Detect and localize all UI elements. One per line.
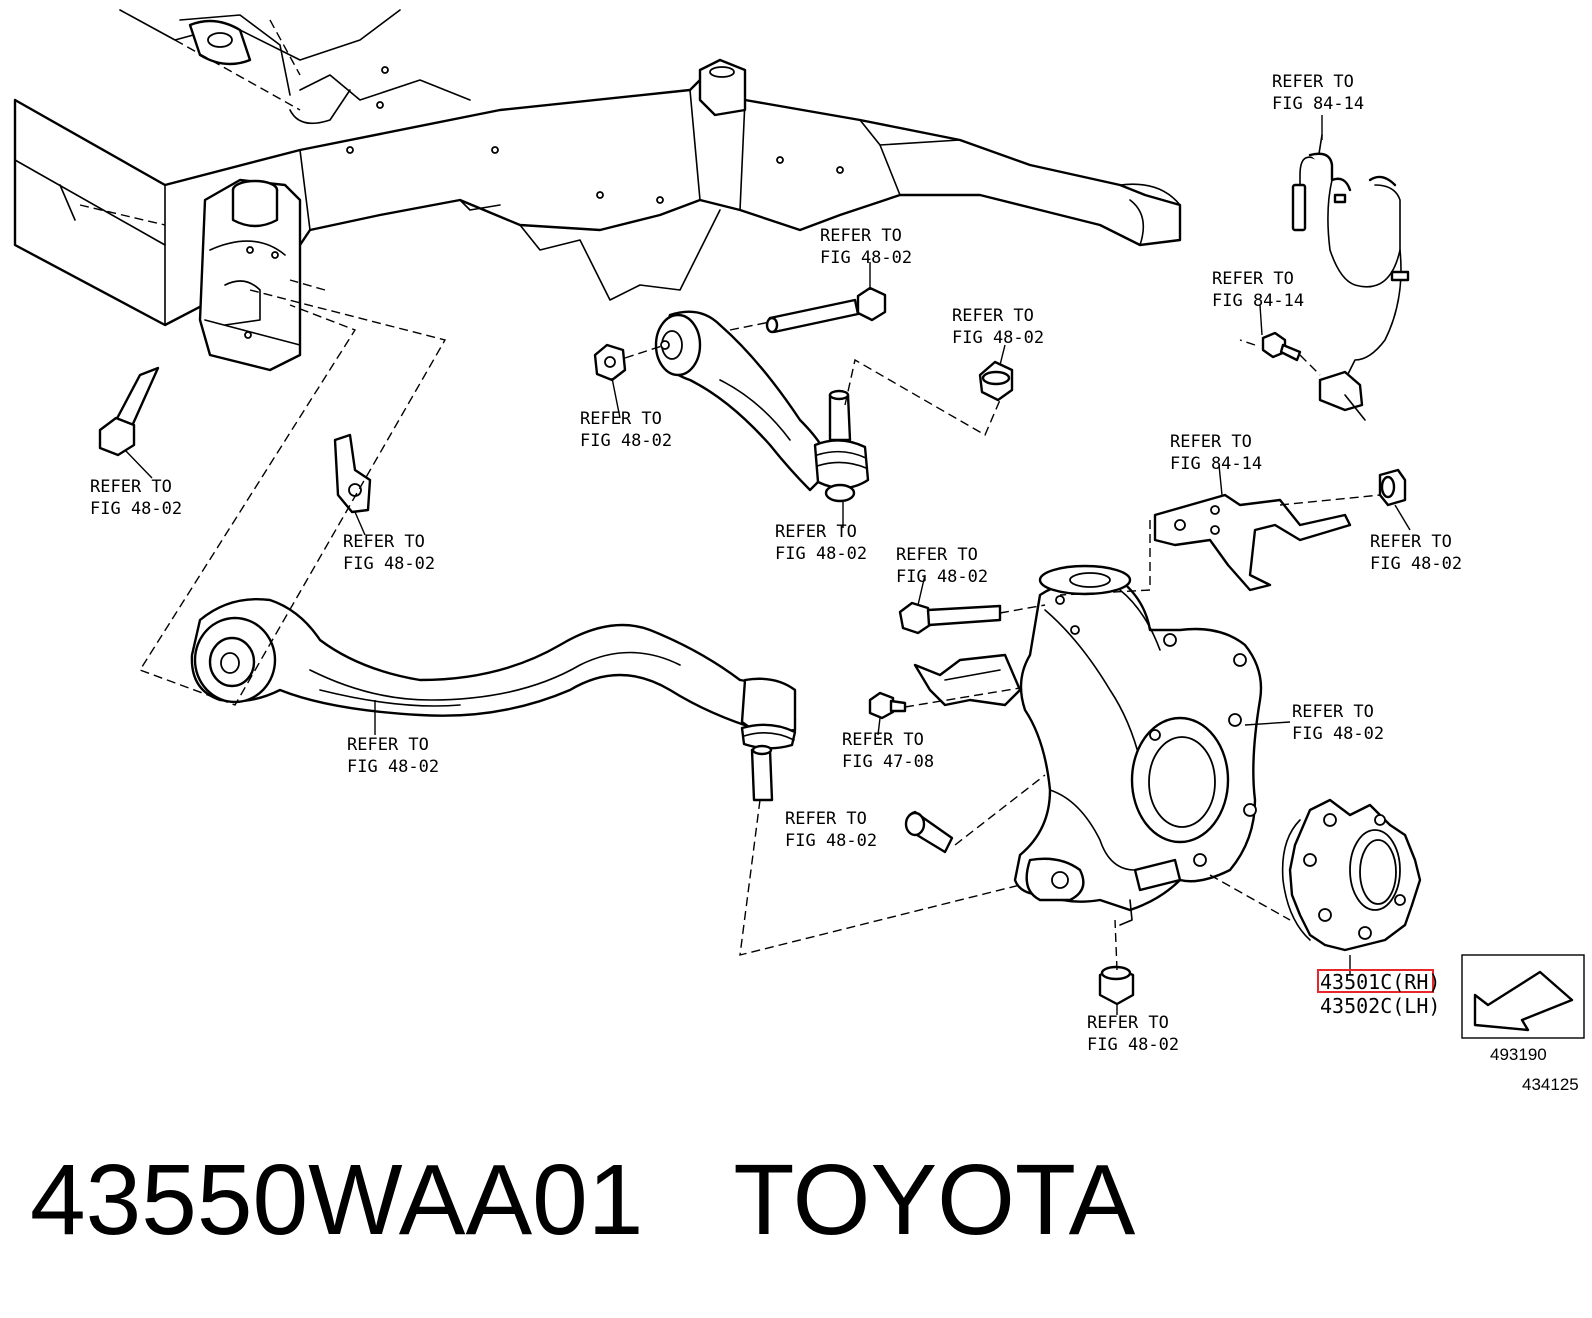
ref-label: FIG 48-02 (1370, 554, 1462, 574)
ref-label: REFER TO (952, 306, 1034, 326)
ref-label: REFER TO (820, 226, 902, 246)
ball-joint-nut (978, 360, 1014, 402)
ref-label: FIG 48-02 (343, 554, 435, 574)
footer-caption: 43550WAA01 TOYOTA (30, 1140, 1135, 1260)
arrow-icon (1473, 970, 1574, 1032)
upper-arm-nut (593, 343, 627, 382)
hub-bearing-assembly (1281, 798, 1422, 952)
part-code-rh[interactable]: 43501C(RH) (1320, 970, 1440, 994)
ref-label: REFER TO (785, 809, 867, 829)
ref-label: FIG 48-02 (896, 567, 988, 587)
ref-label: FIG 48-02 (347, 757, 439, 777)
ref-label: FIG 48-02 (90, 499, 182, 519)
bracket-nut (1378, 468, 1407, 507)
lower-control-arm (190, 598, 797, 802)
clip-bolt (868, 691, 907, 720)
inset-number: 493190 (1490, 1045, 1547, 1064)
footer-part-number: 43550WAA01 (30, 1144, 644, 1256)
steering-knuckle (1013, 564, 1263, 926)
ref-label: FIG 48-02 (580, 431, 672, 451)
upper-arm-bolt (765, 286, 887, 334)
sensor-bolt (1261, 331, 1302, 362)
small-bracket (333, 433, 372, 514)
ref-label: REFER TO (1272, 72, 1354, 92)
part-code-lh[interactable]: 43502C(LH) (1320, 994, 1440, 1018)
ref-label: FIG 48-02 (785, 831, 877, 851)
diagram-number: 434125 (1522, 1075, 1579, 1094)
ref-label: REFER TO (347, 735, 429, 755)
ref-label: FIG 84-14 (1170, 454, 1262, 474)
frame-bolt (98, 366, 160, 457)
ref-label: REFER TO (1292, 702, 1374, 722)
ref-label: REFER TO (1212, 269, 1294, 289)
ref-label: FIG 84-14 (1212, 291, 1304, 311)
ref-label: REFER TO (775, 522, 857, 542)
ref-label: FIG 48-02 (1087, 1035, 1179, 1055)
ref-label: REFER TO (580, 409, 662, 429)
view-direction-inset: 493190 434125 (1461, 954, 1585, 1094)
ref-label: FIG 84-14 (1272, 94, 1364, 114)
knuckle-bolt-upper (898, 601, 1002, 635)
ref-label: REFER TO (1370, 532, 1452, 552)
upper-control-arm (654, 310, 870, 503)
sensor-bracket (1153, 493, 1352, 592)
footer-brand: TOYOTA (733, 1144, 1136, 1256)
knuckle-bolt-lower (904, 810, 954, 854)
parts-diagram: REFER TO FIG 84-14 REFER TO FIG 48-02 RE… (13, 9, 1585, 1094)
ref-label: REFER TO (842, 730, 924, 750)
knuckle-clip (913, 653, 1022, 707)
ref-label: FIG 48-02 (820, 248, 912, 268)
part-code-labels: 43501C(RH) 43502C(LH) (1317, 969, 1440, 1018)
ref-label: FIG 48-02 (952, 328, 1044, 348)
suspension-crossmember (13, 9, 1182, 372)
abs-sensor-harness (1291, 134, 1410, 421)
ref-label: FIG 48-02 (775, 544, 867, 564)
ref-label: FIG 48-02 (1292, 724, 1384, 744)
assembly-lines (79, 19, 1381, 971)
ref-label: FIG 47-08 (842, 752, 934, 772)
ref-label: REFER TO (90, 477, 172, 497)
highlight-box (1317, 969, 1434, 993)
ref-label: REFER TO (1087, 1013, 1169, 1033)
ref-label: REFER TO (343, 532, 425, 552)
reference-labels: REFER TO FIG 84-14 REFER TO FIG 48-02 RE… (90, 72, 1462, 1055)
knuckle-nut (1098, 965, 1135, 1006)
leader-lines (124, 115, 1411, 1015)
ref-label: REFER TO (896, 545, 978, 565)
ref-label: REFER TO (1170, 432, 1252, 452)
